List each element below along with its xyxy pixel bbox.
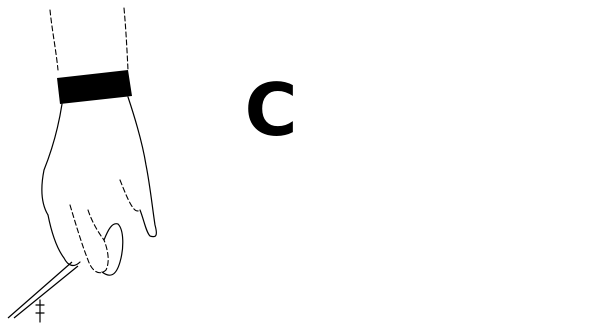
stick-icon: [8, 262, 78, 318]
gesture-label: C: [236, 72, 306, 148]
wristband-icon: [57, 70, 132, 104]
left-hand-icon: [8, 8, 156, 322]
